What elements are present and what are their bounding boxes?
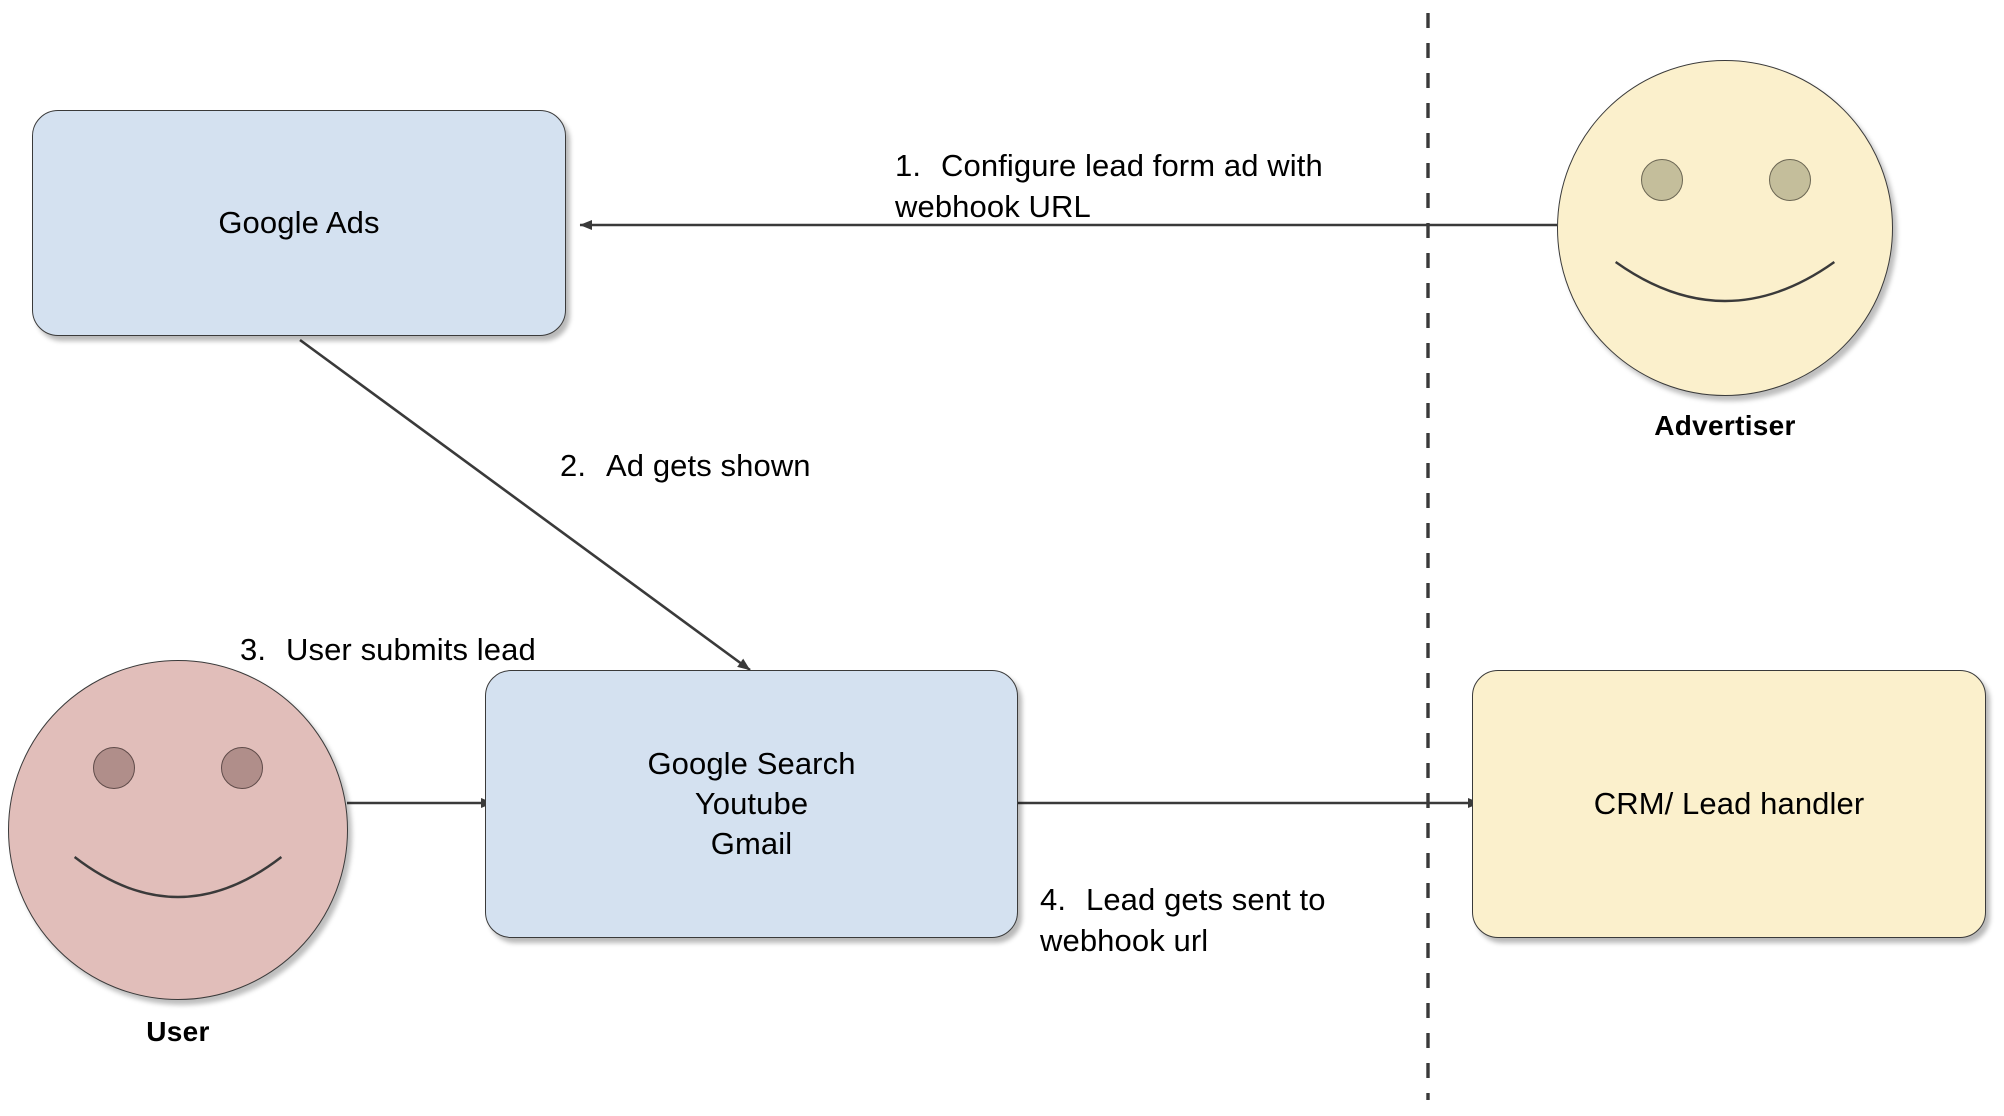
step-1-number: 1. (895, 148, 922, 184)
step-4-number: 4. (1040, 882, 1067, 918)
step-3-number: 3. (240, 632, 267, 668)
actor-advertiser[interactable]: Advertiser (1557, 60, 1893, 441)
user-smiley-face-icon (8, 660, 348, 1000)
node-google-ads[interactable]: Google Ads (32, 110, 566, 336)
user-smile-mouth-icon (73, 856, 283, 899)
actor-advertiser-label: Advertiser (1654, 410, 1796, 441)
node-crm-lead-handler[interactable]: CRM/ Lead handler (1472, 670, 1986, 938)
actor-user[interactable]: User (8, 660, 348, 1047)
step-4-text: Lead gets sent to webhook url (1040, 882, 1326, 959)
advertiser-smiley-face-icon (1557, 60, 1893, 396)
actor-user-label: User (146, 1016, 210, 1047)
advertiser-left-eye-icon (1641, 159, 1683, 201)
node-google-properties[interactable]: Google Search Youtube Gmail (485, 670, 1018, 938)
step-1-caption: 1.Configure lead form ad with webhook UR… (895, 104, 1323, 228)
step-3-text: User submits lead (286, 632, 536, 668)
step-4-caption: 4.Lead gets sent to webhook url (1040, 838, 1326, 962)
user-left-eye-icon (93, 747, 135, 789)
step-2-number: 2. (560, 448, 587, 484)
step-2-text: Ad gets shown (606, 448, 811, 484)
advertiser-right-eye-icon (1769, 159, 1811, 201)
node-crm-lead-handler-label: CRM/ Lead handler (1593, 786, 1865, 822)
user-right-eye-icon (221, 747, 263, 789)
advertiser-smile-mouth-icon (1614, 261, 1836, 303)
node-google-ads-label: Google Ads (218, 205, 380, 241)
step-3-caption: 3. User submits lead (240, 588, 536, 670)
step-2-caption: 2. Ad gets shown (560, 404, 811, 486)
step-1-text: Configure lead form ad with webhook URL (895, 148, 1323, 225)
node-google-properties-label: Google Search Youtube Gmail (647, 746, 856, 861)
